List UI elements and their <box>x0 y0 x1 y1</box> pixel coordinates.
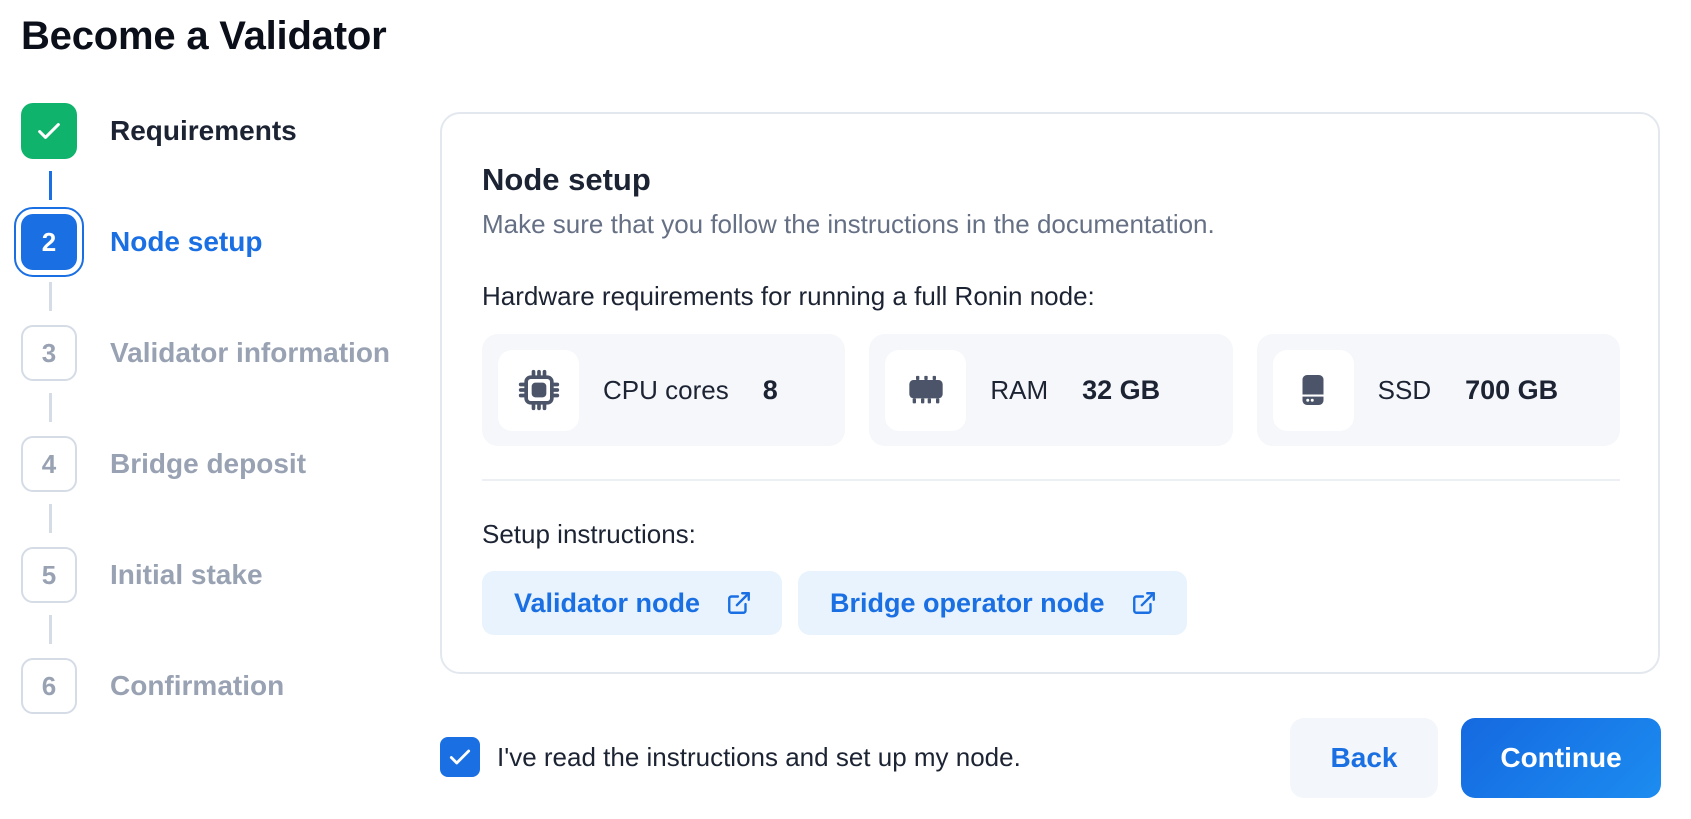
external-link-icon <box>728 592 750 614</box>
agree-label: I've read the instructions and set up my… <box>497 741 1021 772</box>
check-icon <box>449 749 471 765</box>
card-title: Node setup <box>482 162 651 197</box>
link-label: Bridge operator node <box>830 587 1105 618</box>
setup-links: Validator node Bridge operator node <box>482 571 1187 635</box>
hardware-ram: RAM 32 GB <box>869 334 1233 446</box>
step-badge-bridge-deposit: 4 <box>21 436 77 492</box>
hardware-label: SSD <box>1377 374 1432 405</box>
card-divider <box>482 479 1620 481</box>
hardware-label: RAM <box>990 374 1049 405</box>
hardware-value: 700 GB <box>1465 374 1559 405</box>
step-connector <box>49 393 52 422</box>
ssd-icon <box>1272 349 1354 431</box>
hardware-ssd: SSD 700 GB <box>1256 334 1620 446</box>
step-connector <box>49 171 52 200</box>
step-label-bridge-deposit: Bridge deposit <box>110 448 307 479</box>
validator-node-link[interactable]: Validator node <box>482 571 783 635</box>
step-initial-stake[interactable]: 5 Initial stake <box>21 547 421 603</box>
step-connector <box>49 282 52 311</box>
hardware-value: 8 <box>762 374 778 405</box>
hardware-value: 32 GB <box>1082 374 1161 405</box>
step-label-validator-information: Validator information <box>110 337 391 368</box>
hardware-cpu: CPU cores 8 <box>482 334 846 446</box>
continue-button[interactable]: Continue <box>1461 718 1661 798</box>
check-icon <box>38 123 60 139</box>
agree-checkbox[interactable] <box>440 737 480 777</box>
step-connector <box>49 504 52 533</box>
step-label-node-setup: Node setup <box>110 226 263 257</box>
step-badge-requirements <box>21 103 77 159</box>
step-badge-validator-information: 3 <box>21 325 77 381</box>
node-setup-card: Node setup Make sure that you follow the… <box>440 112 1660 674</box>
card-subtitle: Make sure that you follow the instructio… <box>482 209 1215 239</box>
step-label-confirmation: Confirmation <box>110 670 285 701</box>
step-badge-confirmation: 6 <box>21 658 77 714</box>
step-connector <box>49 615 52 644</box>
agree-checkbox-row[interactable]: I've read the instructions and set up my… <box>440 737 1021 777</box>
setup-heading: Setup instructions: <box>482 519 696 549</box>
bridge-operator-node-link[interactable]: Bridge operator node <box>798 571 1187 635</box>
hardware-requirements: CPU cores 8 RAM 32 GB <box>482 334 1620 446</box>
ram-icon <box>885 349 967 431</box>
cpu-icon <box>498 349 579 431</box>
page-title: Become a Validator <box>21 14 387 58</box>
step-node-setup[interactable]: 2 Node setup <box>14 207 421 277</box>
step-label-initial-stake: Initial stake <box>110 559 263 590</box>
step-badge-node-setup: 2 <box>14 207 84 277</box>
external-link-icon <box>1132 592 1155 614</box>
stepper: Requirements 2 Node setup 3 Validator in… <box>0 0 420 819</box>
step-requirements[interactable]: Requirements <box>21 103 421 159</box>
back-button[interactable]: Back <box>1290 718 1438 798</box>
step-label-requirements: Requirements <box>110 115 297 146</box>
step-badge-initial-stake: 5 <box>21 547 77 603</box>
hardware-heading: Hardware requirements for running a full… <box>482 281 1095 311</box>
step-validator-information[interactable]: 3 Validator information <box>21 325 421 381</box>
step-bridge-deposit[interactable]: 4 Bridge deposit <box>21 436 421 492</box>
link-label: Validator node <box>514 587 701 618</box>
hardware-label: CPU cores <box>603 374 729 405</box>
step-confirmation[interactable]: 6 Confirmation <box>21 658 421 714</box>
